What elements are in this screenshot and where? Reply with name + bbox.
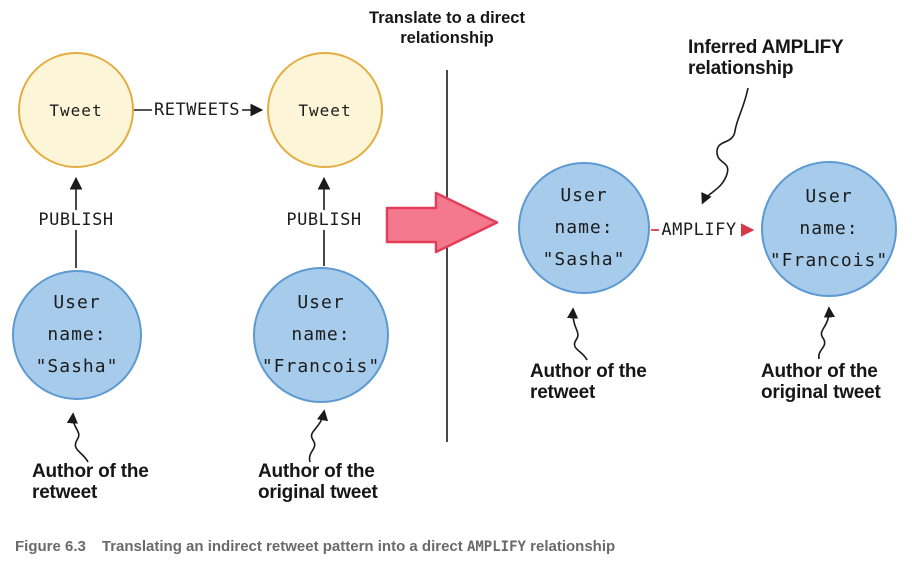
figure-caption-text-before: Translating an indirect retweet pattern … [101,538,463,555]
annotation-author-retweet-left: Author of the retweet [32,461,149,503]
tweet-node-right-label: Tweet [298,100,352,120]
squiggle-arrow-author-original-left [308,409,329,463]
squiggle-arrow-author-retweet-left [66,412,89,463]
annotation-author-original-left: Author of the original tweet [258,461,378,503]
translate-title: Translate to a direct relationship [369,9,525,47]
figure-caption-text-after: relationship [530,538,616,555]
squiggle-arrow-author-original-right [818,306,836,360]
tweet-node-right: Tweet [267,52,383,168]
user-node-sasha-left: User name: "Sasha" [12,270,142,400]
user-node-sasha-right-label: User name: "Sasha" [542,185,626,270]
squiggle-arrow-author-retweet-right [566,307,588,361]
publish-label-left: PUBLISH [36,210,116,230]
squiggle-arrow-inferred-amplify [701,87,749,205]
annotation-author-retweet-right: Author of the retweet [530,361,647,403]
figure-caption-number: Figure 6.3 [15,538,86,555]
user-node-francois-left: User name: "Francois" [253,267,389,403]
figure-caption: Figure 6.3 Translating an indirect retwee… [15,538,615,555]
annotation-inferred-amplify: Inferred AMPLIFY relationship [688,37,844,79]
transform-arrow [385,191,499,254]
user-node-sasha-right: User name: "Sasha" [518,162,650,294]
tweet-node-left: Tweet [18,52,134,168]
user-node-sasha-left-label: User name: "Sasha" [35,292,119,377]
user-node-francois-right-label: User name: "Francois" [769,186,889,271]
annotation-author-original-right: Author of the original tweet [761,361,881,403]
user-node-francois-left-label: User name: "Francois" [261,292,381,377]
amplify-label: AMPLIFY [659,220,739,240]
user-node-francois-right: User name: "Francois" [761,161,897,297]
figure-caption-code: AMPLIFY [466,539,526,555]
publish-label-right: PUBLISH [284,210,364,230]
tweet-node-left-label: Tweet [49,100,103,120]
retweets-label: RETWEETS [152,100,242,120]
